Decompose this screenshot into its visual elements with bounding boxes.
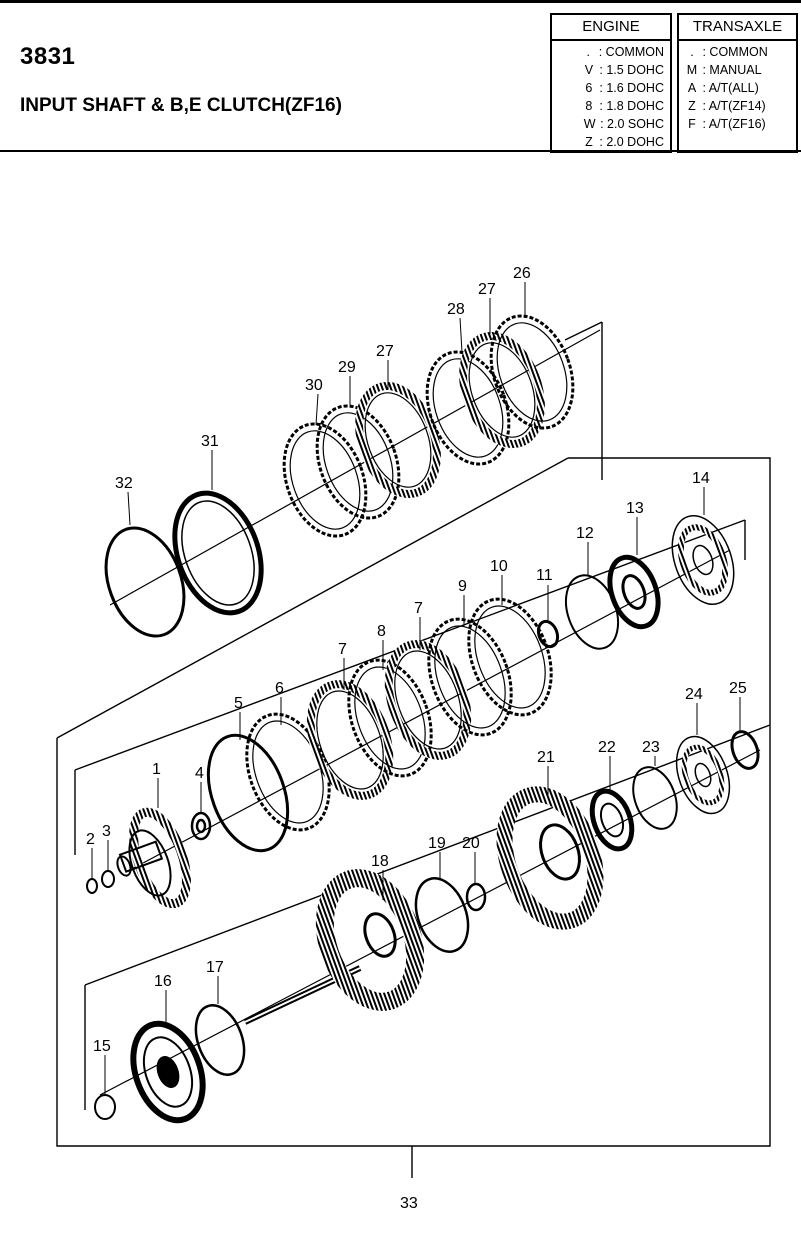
part-32-snap-ring xyxy=(104,526,186,638)
part-1-hub xyxy=(116,807,191,909)
callout-9: 9 xyxy=(458,578,467,595)
callout-31: 31 xyxy=(201,433,219,450)
part-22-seal xyxy=(589,788,635,852)
callout-6: 6 xyxy=(275,680,284,697)
part-23-o-ring xyxy=(632,766,678,830)
callout-14: 14 xyxy=(692,470,710,487)
group-frame xyxy=(56,321,771,1178)
part-7-friction-disc xyxy=(306,680,394,800)
part-number: 3831 xyxy=(20,43,76,70)
transaxle-item: M : MANUAL xyxy=(686,63,762,77)
part-27-friction-disc-2 xyxy=(459,331,545,449)
leader-lines xyxy=(91,282,741,1095)
callout-3: 3 xyxy=(102,823,111,840)
engine-heading: ENGINE xyxy=(552,15,670,41)
callout-24: 24 xyxy=(685,686,703,703)
engine-item: Z : 2.0 DOHC xyxy=(585,135,664,149)
part-26-plate xyxy=(489,314,575,430)
callout-20: 20 xyxy=(462,835,480,852)
callout-17: 17 xyxy=(206,959,224,976)
part-20-washer xyxy=(465,882,487,912)
callout-30: 30 xyxy=(305,377,323,394)
engine-item: W : 2.0 SOHC xyxy=(583,117,664,131)
part-2-washer xyxy=(86,878,98,894)
callout-labels: 32 31 30 29 27 28 27 26 14 13 12 11 10 9… xyxy=(86,265,747,1212)
callout-8: 8 xyxy=(377,623,386,640)
callout-28: 28 xyxy=(447,301,465,318)
part-29-plate xyxy=(315,404,401,520)
part-27-friction-disc xyxy=(355,381,441,499)
callout-26: 26 xyxy=(513,265,531,282)
part-24-spring-pack xyxy=(675,735,731,815)
callout-5: 5 xyxy=(234,695,243,712)
callout-1: 1 xyxy=(152,761,161,778)
part-28-plate xyxy=(425,350,511,466)
transaxle-legend: TRANSAXLE . : COMMON M : MANUAL A : A/T(… xyxy=(677,13,798,153)
engine-item: V : 1.5 DOHC xyxy=(584,63,664,77)
part-4-bearing xyxy=(190,811,212,841)
part-19-seal-ring xyxy=(414,877,470,953)
part-8-plate xyxy=(347,658,433,778)
callout-15: 15 xyxy=(93,1038,111,1055)
callout-22: 22 xyxy=(598,739,616,756)
part-18-input-shaft-drum xyxy=(243,869,425,1025)
part-5-seal-ring xyxy=(206,733,290,853)
callout-27: 27 xyxy=(376,343,394,360)
transaxle-item: Z : A/T(ZF14) xyxy=(688,99,766,113)
part-3-washer xyxy=(101,870,115,888)
part-13-spring-retainer xyxy=(607,554,661,630)
part-25-snap-ring xyxy=(730,730,760,770)
exploded-view: 32 31 30 29 27 28 27 26 14 13 12 11 10 9… xyxy=(56,265,771,1212)
engine-legend: ENGINE . : COMMON V : 1.5 DOHC 6 : 1.6 D… xyxy=(550,13,672,153)
callout-19: 19 xyxy=(428,835,446,852)
callout-21: 21 xyxy=(537,749,555,766)
part-9-plate xyxy=(427,617,513,737)
part-21-clutch-drum xyxy=(496,786,604,930)
part-11-snap-ring xyxy=(536,619,560,649)
callout-4: 4 xyxy=(195,765,204,782)
callout-27: 27 xyxy=(478,281,496,298)
callout-33: 33 xyxy=(400,1195,418,1212)
part-30-plate xyxy=(282,422,368,538)
part-17-seal-ring xyxy=(194,1004,246,1076)
callout-10: 10 xyxy=(490,558,508,575)
diagram-title: INPUT SHAFT & B,E CLUTCH(ZF16) xyxy=(20,95,342,116)
callout-12: 12 xyxy=(576,525,594,542)
header-block: 3831 INPUT SHAFT & B,E CLUTCH(ZF16) ENGI… xyxy=(0,0,801,153)
callout-32: 32 xyxy=(115,475,133,492)
callout-18: 18 xyxy=(371,853,389,870)
engine-item: 6 : 1.6 DOHC xyxy=(585,81,664,95)
callout-7: 7 xyxy=(414,600,423,617)
callout-7: 7 xyxy=(338,641,347,658)
transaxle-item: A : A/T(ALL) xyxy=(687,81,759,95)
callout-29: 29 xyxy=(338,359,356,376)
part-15-o-ring xyxy=(94,1094,116,1120)
callout-2: 2 xyxy=(86,831,95,848)
transaxle-item: . : COMMON xyxy=(690,45,768,59)
engine-item: 8 : 1.8 DOHC xyxy=(585,99,664,113)
part-7-friction-disc-2 xyxy=(384,640,472,760)
engine-item: . : COMMON xyxy=(586,45,664,59)
transaxle-heading: TRANSAXLE xyxy=(679,15,796,41)
part-31-piston xyxy=(172,490,264,616)
part-16-piston xyxy=(130,1020,206,1124)
callout-23: 23 xyxy=(642,739,660,756)
part-10-plate xyxy=(467,597,553,717)
callout-25: 25 xyxy=(729,680,747,697)
callout-11: 11 xyxy=(536,567,553,584)
transaxle-item: F : A/T(ZF16) xyxy=(688,117,766,131)
part-14-spring-pack xyxy=(671,514,735,606)
callout-13: 13 xyxy=(626,500,644,517)
callout-16: 16 xyxy=(154,973,172,990)
